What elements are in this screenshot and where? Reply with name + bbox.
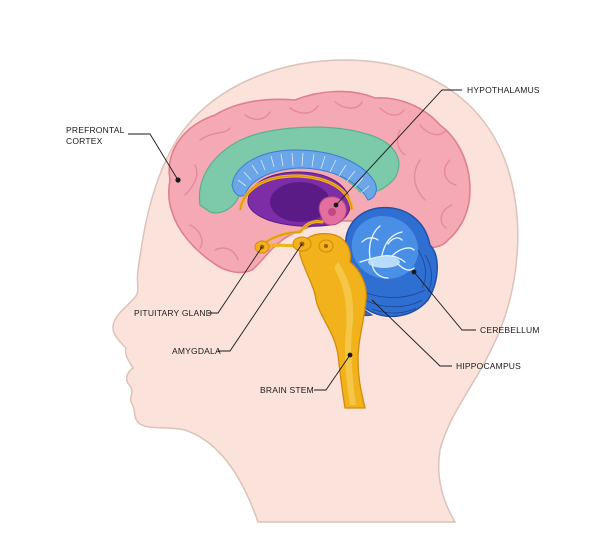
ventricle-stripes [237, 152, 370, 194]
prefrontal-label-line2: CORTEX [66, 136, 103, 146]
label-cerebellum: CEREBELLUM [411, 269, 540, 335]
hippocampus-label: HIPPOCAMPUS [456, 361, 521, 371]
fornix-outline [239, 175, 353, 211]
hypothalamus-structure [318, 196, 347, 226]
label-hypothalamus: HYPOTHALAMUS [333, 85, 540, 208]
label-brain-stem: BRAIN STEM [260, 352, 353, 395]
label-amygdala: AMYGDALA [172, 243, 303, 356]
label-prefrontal-cortex: PREFRONTAL CORTEX [66, 125, 181, 183]
cerebellum [344, 206, 438, 318]
thalamus-core [270, 182, 330, 222]
cerebellum-label: CEREBELLUM [480, 325, 540, 335]
brain-stem-label: BRAIN STEM [260, 385, 314, 395]
pituitary-label: PITUITARY GLAND [134, 308, 212, 318]
cortex-folds [184, 101, 457, 261]
amygdala-label: AMYGDALA [172, 346, 221, 356]
hypothalamus-label: HYPOTHALAMUS [467, 85, 540, 95]
amygdala-structure [292, 236, 334, 253]
brain-stem-shade [334, 262, 356, 405]
label-pituitary-gland: PITUITARY GLAND [134, 246, 263, 318]
label-hippocampus: HIPPOCAMPUS [371, 299, 521, 371]
prefrontal-label-line1: PREFRONTAL [66, 125, 125, 135]
